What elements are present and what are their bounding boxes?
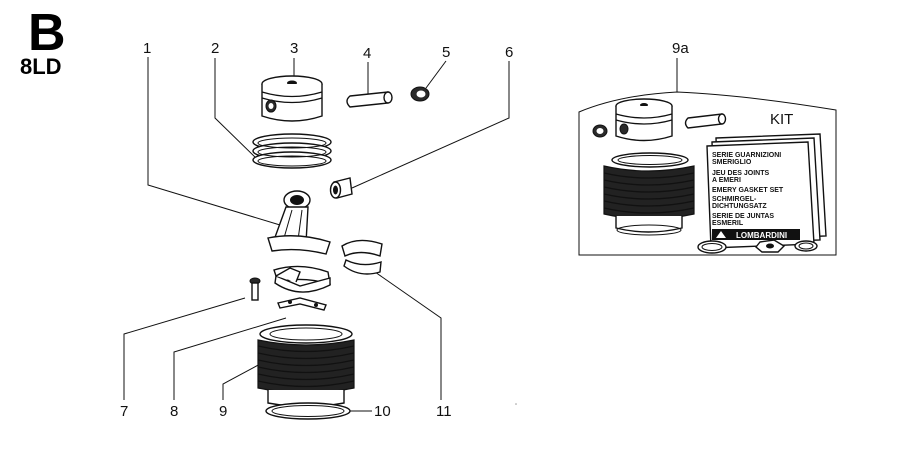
gasket-set-booklet: SERIE GUARNIZIONI SMERIGLIO JEU DES JOIN… — [706, 133, 827, 249]
callout-1: 1 — [143, 40, 151, 57]
kit-cylinder — [603, 165, 695, 236]
callout-7: 7 — [120, 403, 128, 420]
piston-rings — [252, 133, 332, 169]
callout-labels: 1 2 3 4 5 6 7 8 9 10 11 9a — [120, 40, 689, 420]
leader-8 — [173, 317, 287, 400]
callout-9: 9 — [219, 403, 227, 420]
scan-speck — [515, 403, 517, 405]
kit-panel-frame — [578, 91, 837, 256]
leader-2 — [214, 58, 259, 161]
callout-2: 2 — [211, 40, 219, 57]
brand-logo-icon — [716, 231, 726, 238]
engine-model-label: 8LD — [20, 54, 62, 79]
cylinder — [257, 324, 355, 408]
connecting-rod-cap — [274, 267, 331, 293]
callout-6: 6 — [505, 44, 513, 61]
booklet-line-7: DICHTUNGSATZ — [712, 203, 767, 210]
leader-1 — [147, 57, 281, 226]
cylinder-base-gasket — [265, 402, 351, 420]
leader-6 — [351, 61, 510, 189]
booklet-line-8: SERIE DE JUNTAS — [712, 213, 774, 220]
piston-pin — [346, 91, 393, 108]
connecting-rod — [267, 190, 331, 255]
kit-piston — [615, 98, 673, 142]
callout-8: 8 — [170, 403, 178, 420]
leader-5 — [425, 60, 447, 89]
kit-piston-pin — [684, 113, 727, 129]
callout-3: 3 — [290, 40, 298, 57]
booklet-line-9: ESMERIL — [712, 220, 744, 227]
leader-9 — [222, 362, 263, 400]
leader-lines — [123, 57, 678, 412]
callout-9a: 9a — [672, 40, 689, 57]
small-end-bushing — [329, 177, 353, 199]
booklet-line-5: EMERY GASKET SET — [712, 187, 784, 194]
leader-11 — [374, 271, 442, 400]
booklet-line-2: SMERIGLIO — [712, 159, 752, 166]
leader-7 — [123, 297, 246, 400]
booklet-line-1: SERIE GUARNIZIONI — [712, 152, 781, 159]
circlip — [410, 86, 430, 102]
rod-bolt — [249, 277, 261, 301]
booklet-line-4: A EMERI — [712, 177, 741, 184]
kit-small-gaskets — [697, 239, 818, 254]
booklet-line-3: JEU DES JOINTS — [712, 170, 770, 177]
section-letter: B — [28, 4, 66, 62]
kit-circlip — [592, 124, 608, 138]
piston — [261, 75, 323, 122]
section-header: B 8LD — [20, 4, 66, 79]
brand-logo-text: LOMBARDINI — [736, 231, 787, 240]
callout-4: 4 — [363, 45, 371, 62]
callout-11: 11 — [436, 403, 452, 420]
kit-rings — [611, 152, 689, 168]
callout-10: 10 — [374, 403, 391, 420]
kit-panel: KIT — [578, 91, 837, 256]
booklet-line-6: SCHMIRGEL- — [712, 196, 757, 203]
kit-label: KIT — [770, 111, 793, 128]
callout-5: 5 — [442, 44, 450, 61]
lock-plate — [277, 297, 327, 311]
brand-logo-plate — [712, 229, 800, 240]
